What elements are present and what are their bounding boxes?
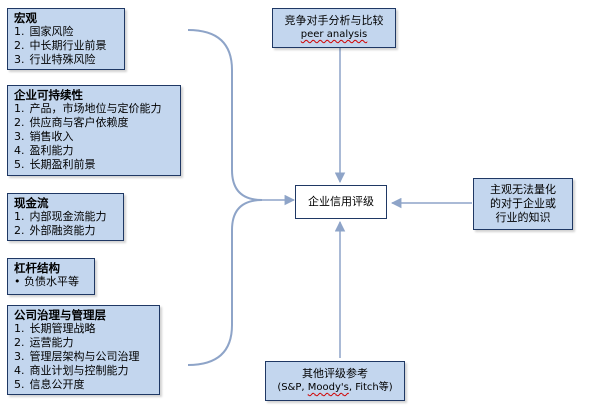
list-item: 3. 行业特殊风险 xyxy=(14,53,96,66)
sustainability-box: 企业可持续性 1. 产品，市场地位与定价能力 2. 供应商与客户依赖度 3. 销… xyxy=(7,85,181,176)
list-item: 2. 运营能力 xyxy=(14,336,74,349)
list-item: 4. 盈利能力 xyxy=(14,144,74,157)
list-item: 1. 长期管理战略 xyxy=(14,322,96,335)
peer-analysis-box: 竞争对手分析与比较 peer analysis xyxy=(272,8,396,48)
macro-title: 宏观 xyxy=(14,11,37,25)
sustainability-list: 1. 产品，市场地位与定价能力 2. 供应商与客户依赖度 3. 销售收入 4. … xyxy=(14,102,174,172)
peer-analysis-title: 竞争对手分析与比较 xyxy=(284,14,384,27)
list-item: 1. 国家风险 xyxy=(14,25,74,38)
cashflow-box: 现金流 1. 内部现金流能力 2. 外部融资能力 xyxy=(7,193,124,241)
leverage-title: 杠杆结构 xyxy=(14,261,60,275)
peer-analysis-subtitle: peer analysis xyxy=(300,29,368,40)
governance-list: 1. 长期管理战略 2. 运营能力 3. 管理层架构与公司治理 4. 商业计划与… xyxy=(14,322,153,392)
cashflow-title: 现金流 xyxy=(14,196,49,210)
list-item: 3. 销售收入 xyxy=(14,130,74,143)
subjective-knowledge-box: 主观无法量化 的对于企业或 行业的知识 xyxy=(473,178,573,230)
governance-box: 公司治理与管理层 1. 长期管理战略 2. 运营能力 3. 管理层架构与公司治理… xyxy=(7,305,160,395)
list-item: 5. 信息公开度 xyxy=(14,378,85,391)
list-item: 5. 长期盈利前景 xyxy=(14,158,96,171)
other-ratings-subtitle: (S&P, Moody's, Fitch等) xyxy=(277,382,393,393)
macro-list: 1. 国家风险 2. 中长期行业前景 3. 行业特殊风险 xyxy=(14,25,118,67)
list-item: 3. 管理层架构与公司治理 xyxy=(14,350,140,363)
list-item: 2. 外部融资能力 xyxy=(14,224,96,237)
list-item: 2. 中长期行业前景 xyxy=(14,39,107,52)
list-item: 4. 商业计划与控制能力 xyxy=(14,364,129,377)
credit-rating-label: 企业信用评级 xyxy=(308,195,374,208)
list-item: 1. 内部现金流能力 xyxy=(14,210,107,223)
cashflow-list: 1. 内部现金流能力 2. 外部融资能力 xyxy=(14,210,117,238)
governance-title: 公司治理与管理层 xyxy=(14,308,106,322)
other-ratings-title: 其他评级参考 xyxy=(302,367,368,380)
leverage-list: • 负债水平等 xyxy=(14,275,88,289)
sustainability-title: 企业可持续性 xyxy=(14,88,83,102)
list-item: 1. 产品，市场地位与定价能力 xyxy=(14,102,162,115)
list-item: 2. 供应商与客户依赖度 xyxy=(14,116,129,129)
credit-rating-box: 企业信用评级 xyxy=(295,185,387,219)
other-ratings-box: 其他评级参考 (S&P, Moody's, Fitch等) xyxy=(265,361,405,401)
macro-box: 宏观 1. 国家风险 2. 中长期行业前景 3. 行业特殊风险 xyxy=(7,8,125,70)
grouping-brace xyxy=(187,29,263,366)
list-item: • 负债水平等 xyxy=(14,275,79,288)
leverage-box: 杠杆结构 • 负债水平等 xyxy=(7,258,95,295)
